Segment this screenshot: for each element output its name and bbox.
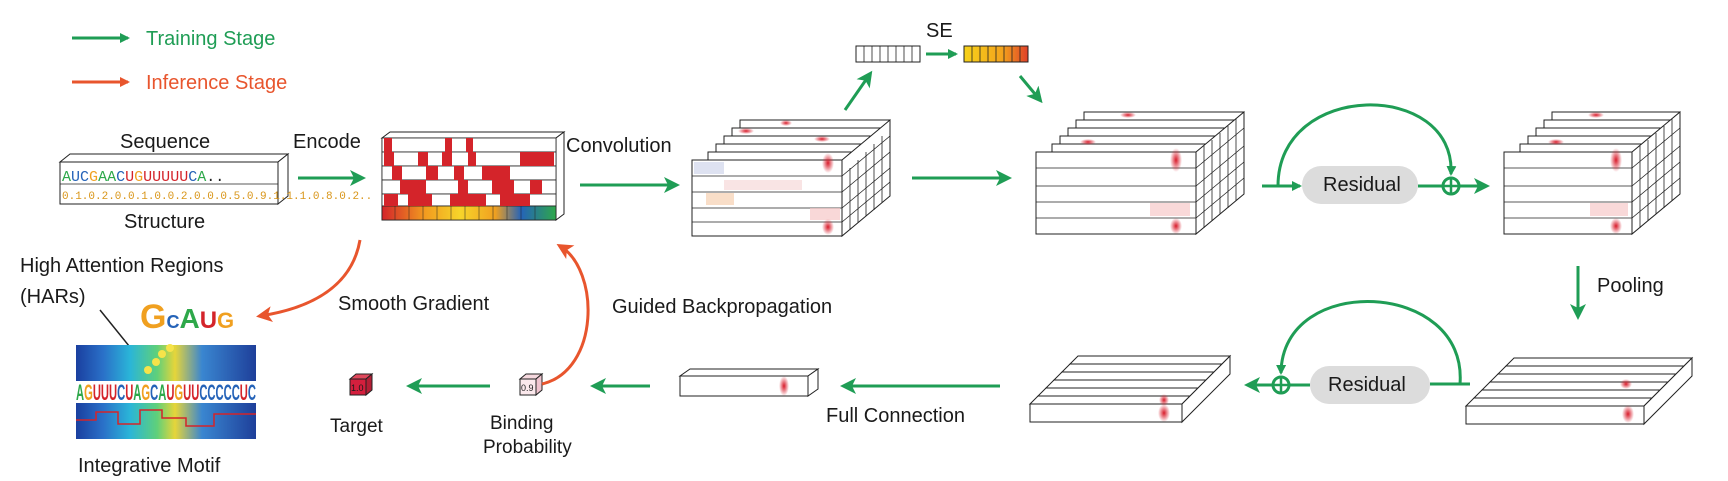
legend: Training Stage Inference Stage bbox=[72, 28, 287, 94]
flattened-vector bbox=[678, 368, 820, 397]
se-label: SE bbox=[926, 20, 953, 42]
hars-label-2: (HARs) bbox=[20, 286, 86, 308]
residual-block-top: Residual bbox=[1262, 103, 1490, 204]
legend-inference-label: Inference Stage bbox=[146, 72, 287, 94]
structure-text: 0.1.0.2.0.0.1.0.0.2.0.0.0.5.0.9.1.1.1.0.… bbox=[62, 191, 372, 203]
se-vector-empty bbox=[855, 45, 921, 63]
encoded-matrix bbox=[380, 131, 566, 221]
motif-logo-text: GCAUG bbox=[140, 298, 234, 336]
smooth-gradient-label: Smooth Gradient bbox=[338, 293, 490, 315]
structure-label: Structure bbox=[124, 211, 205, 233]
encode-label: Encode bbox=[293, 131, 361, 153]
se-scaled-feature-maps bbox=[1035, 110, 1245, 236]
se-vector-weights bbox=[963, 45, 1029, 63]
convolution-label: Convolution bbox=[566, 135, 672, 157]
residual-top-box bbox=[1302, 166, 1418, 204]
sequence-label: Sequence bbox=[120, 131, 210, 153]
conv-feature-maps bbox=[691, 118, 891, 238]
residual-output-maps bbox=[1503, 110, 1681, 236]
arrow-se-to-scaled bbox=[1018, 75, 1043, 104]
target-cube: 1.0 bbox=[348, 372, 374, 397]
hars-label-1: High Attention Regions bbox=[20, 255, 223, 277]
residual-bottom-output-maps bbox=[1028, 354, 1232, 424]
binding-probability-label-1: Binding bbox=[490, 413, 553, 434]
guided-backprop-label: Guided Backpropagation bbox=[612, 296, 832, 318]
binding-probability-cube: 0.9 bbox=[518, 372, 544, 397]
input-block: Sequence AUCGAACUGUUUUUCA.. 0.1.0.2.0.0.… bbox=[58, 131, 372, 233]
target-label: Target bbox=[330, 416, 384, 437]
pooling-label: Pooling bbox=[1597, 275, 1664, 297]
pooled-feature-maps bbox=[1464, 356, 1694, 426]
motif-sequence: AGUUUCUAGCAUGUUCCCCCUC bbox=[76, 380, 256, 405]
sequence-text: AUCGAACUGUUUUUCA.. bbox=[62, 169, 224, 186]
full-connection-label: Full Connection bbox=[826, 405, 965, 427]
binding-probability-value: 0.9 bbox=[521, 383, 534, 393]
legend-training-label: Training Stage bbox=[146, 28, 275, 50]
arrow-guided-backprop bbox=[541, 243, 590, 386]
arrow-smooth-gradient bbox=[256, 239, 362, 323]
residual-bottom-box bbox=[1310, 366, 1430, 404]
target-value: 1.0 bbox=[351, 383, 364, 393]
residual-bottom-label: Residual bbox=[1328, 374, 1406, 396]
arrow-conv-to-se bbox=[843, 70, 873, 111]
residual-block-bottom: Residual bbox=[1244, 300, 1470, 404]
binding-probability-label-2: Probability bbox=[483, 437, 572, 458]
motif-logo: GCAUG bbox=[140, 298, 234, 336]
residual-top-label: Residual bbox=[1323, 174, 1401, 196]
integrative-motif-label: Integrative Motif bbox=[78, 455, 221, 477]
integrative-motif-heatmap: AGUUUCUAGCAUGUUCCCCCUC bbox=[76, 344, 256, 439]
